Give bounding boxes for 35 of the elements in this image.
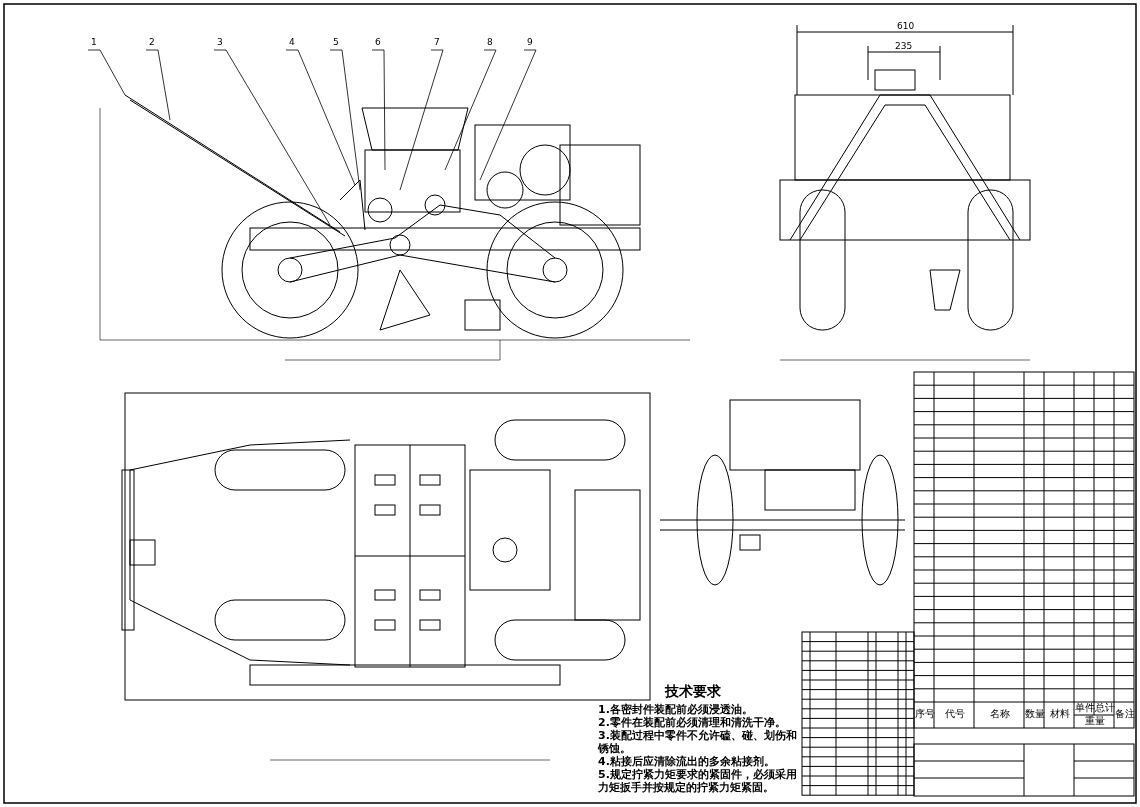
callout-number: 8	[487, 38, 493, 48]
leader-line	[145, 49, 171, 121]
note-text: 2.零件在装配前必须清理和清洗干净。	[598, 716, 787, 729]
callout-number: 3	[217, 38, 223, 48]
callout-number: 4	[289, 38, 295, 48]
dimension-text: 235	[895, 42, 913, 52]
leader-line	[399, 49, 444, 191]
heading: 技术要求	[665, 684, 721, 700]
callout-number: 1	[91, 38, 97, 48]
column-header: 材料	[1050, 709, 1069, 720]
column-header: 单件	[1075, 703, 1094, 714]
leader-line	[479, 49, 537, 181]
note-text: 3.装配过程中零件不允许磕、碰、划伤和锈蚀。	[598, 729, 798, 755]
callout-number: 9	[527, 38, 533, 48]
callout-number: 6	[375, 38, 381, 48]
leader-line	[444, 49, 497, 171]
note-text: 5.规定拧紧力矩要求的紧固件，必须采用力矩扳手并按规定的拧紧力矩紧固。	[598, 768, 798, 794]
callout-number: 2	[149, 38, 155, 48]
note-text: 1.各密封件装配前必须浸透油。	[598, 703, 754, 716]
column-header: 数量	[1025, 709, 1044, 720]
column-header: 序号	[915, 709, 934, 720]
leader-line	[371, 49, 386, 171]
leader-line	[285, 49, 356, 186]
callout-number: 7	[434, 38, 440, 48]
leader-line	[213, 49, 331, 226]
column-header: 总计	[1095, 703, 1114, 714]
leader-line	[87, 49, 126, 96]
callout-number: 5	[333, 38, 339, 48]
dimension-text: 610	[897, 22, 915, 32]
column-header: 代号	[945, 709, 964, 720]
note-text: 4.粘接后应清除流出的多余粘接剂。	[598, 755, 776, 768]
column-header: 重量	[1085, 716, 1104, 727]
leader-line	[329, 49, 361, 191]
column-header: 备注	[1115, 709, 1134, 720]
column-header: 名称	[990, 709, 1009, 720]
